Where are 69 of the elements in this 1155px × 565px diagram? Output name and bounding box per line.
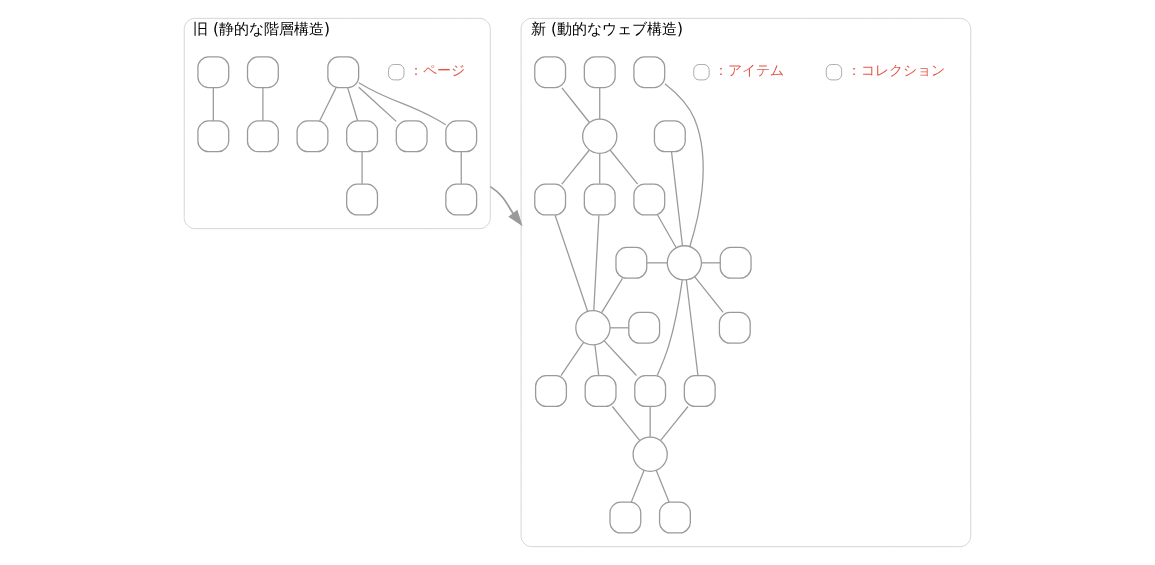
connector <box>460 151 462 185</box>
node-circle <box>582 118 618 155</box>
node-box <box>445 120 478 153</box>
node-box <box>534 375 568 408</box>
connector <box>561 149 590 185</box>
node-box <box>633 56 666 89</box>
connector <box>685 279 699 377</box>
node-circle <box>575 310 611 346</box>
node-box <box>609 501 642 534</box>
node-box <box>583 183 616 216</box>
connector <box>630 469 645 503</box>
node-box <box>683 375 716 408</box>
arrow <box>489 185 523 227</box>
legend-label: ：アイテム <box>714 62 785 79</box>
node-box <box>197 56 230 89</box>
node-box <box>719 246 752 279</box>
connector <box>358 82 447 126</box>
node-box <box>246 120 279 153</box>
node-box <box>584 375 617 408</box>
connector <box>655 469 670 503</box>
node-box <box>534 183 567 216</box>
connector <box>603 340 638 377</box>
connector <box>262 87 264 122</box>
legend-label: ：コレクション <box>846 62 945 79</box>
connector <box>659 405 689 442</box>
connector <box>361 151 363 185</box>
connector <box>347 87 359 122</box>
connector <box>358 86 397 122</box>
node-box <box>246 56 279 89</box>
connector <box>600 277 624 314</box>
connector <box>599 153 601 185</box>
node-box <box>445 183 478 216</box>
node-box <box>628 311 661 344</box>
connector <box>611 405 641 442</box>
connector <box>212 87 214 122</box>
node-box <box>346 120 379 153</box>
connector <box>700 262 721 264</box>
connector <box>554 214 589 313</box>
node-box <box>534 56 567 89</box>
node-box <box>633 183 666 216</box>
node-box <box>346 183 379 216</box>
connector <box>593 214 600 312</box>
connector <box>561 87 591 124</box>
legend-label: ：ページ <box>409 62 466 79</box>
node-box <box>718 311 751 344</box>
connector <box>599 87 601 120</box>
node-box <box>197 120 230 153</box>
node-box <box>327 56 360 89</box>
node-circle <box>666 245 703 281</box>
connector <box>694 276 724 313</box>
connector <box>656 279 683 377</box>
node-box <box>583 56 616 89</box>
node-circle <box>632 436 668 473</box>
connector <box>560 341 585 377</box>
connector <box>664 83 704 247</box>
connector <box>319 87 337 122</box>
node-box <box>296 120 329 153</box>
node-box <box>658 501 691 534</box>
connector <box>609 327 630 329</box>
node-box <box>395 120 428 153</box>
connector <box>670 151 684 247</box>
connector <box>594 344 600 377</box>
connector <box>649 405 651 438</box>
connector <box>609 149 639 185</box>
node-box <box>653 120 686 153</box>
connector <box>646 262 668 264</box>
connector <box>657 214 677 249</box>
node-box <box>634 375 667 408</box>
node-box <box>615 246 648 279</box>
